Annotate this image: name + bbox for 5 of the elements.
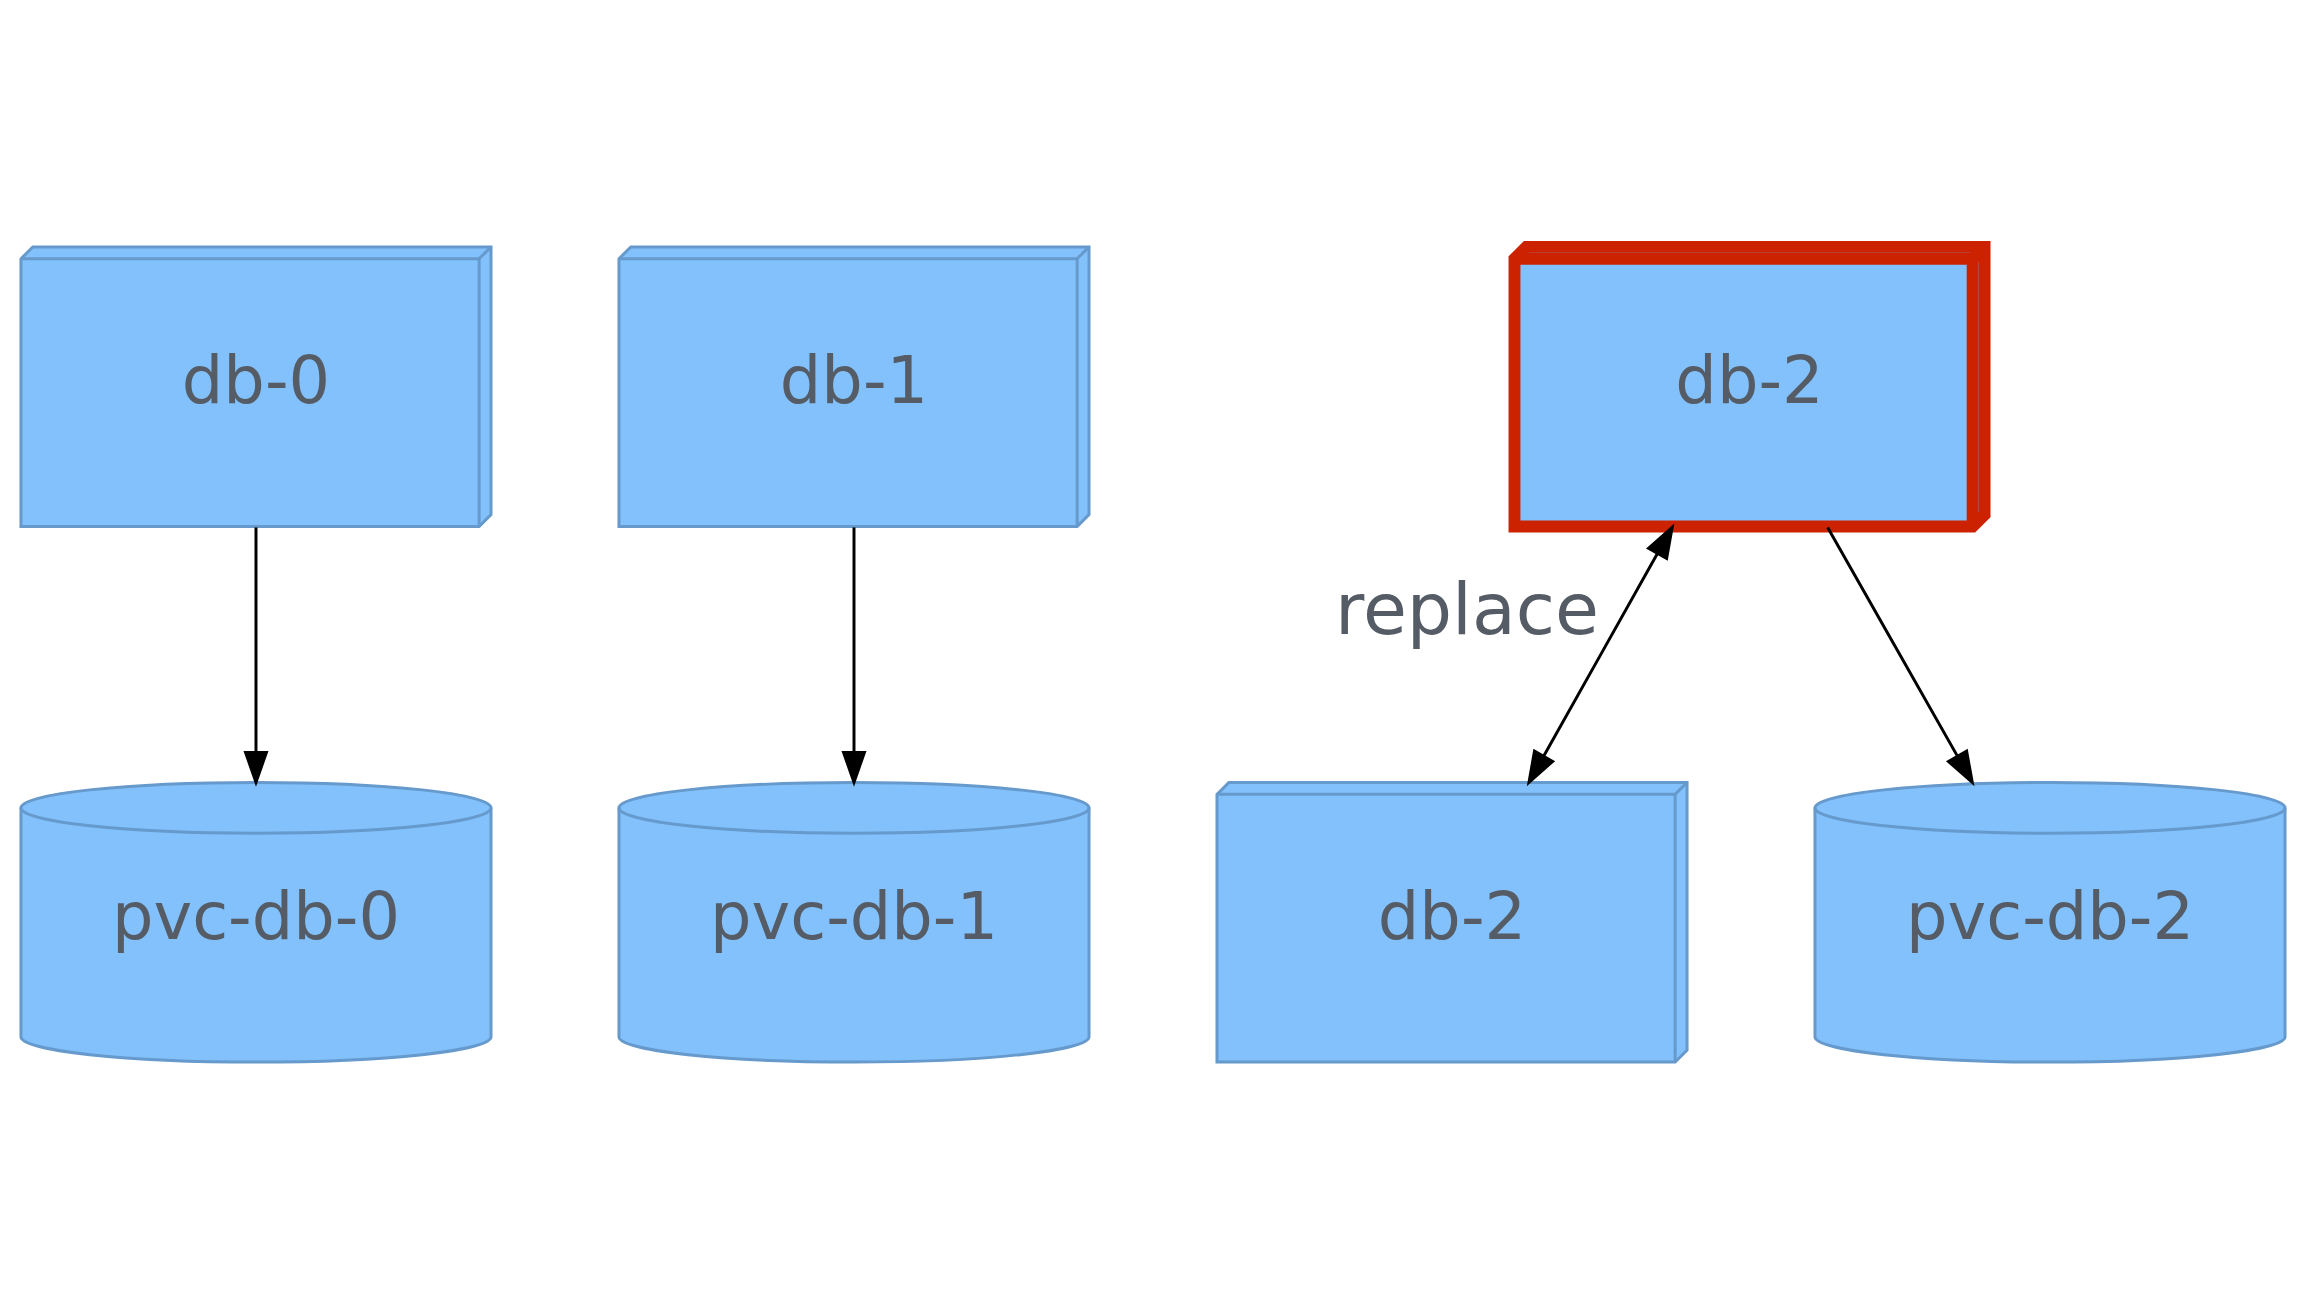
edge-label: replace: [1335, 568, 1599, 652]
arrow: [841, 527, 867, 787]
arrow: [1826, 526, 1975, 787]
arrow: [243, 527, 269, 787]
arrow: [1526, 523, 1675, 787]
